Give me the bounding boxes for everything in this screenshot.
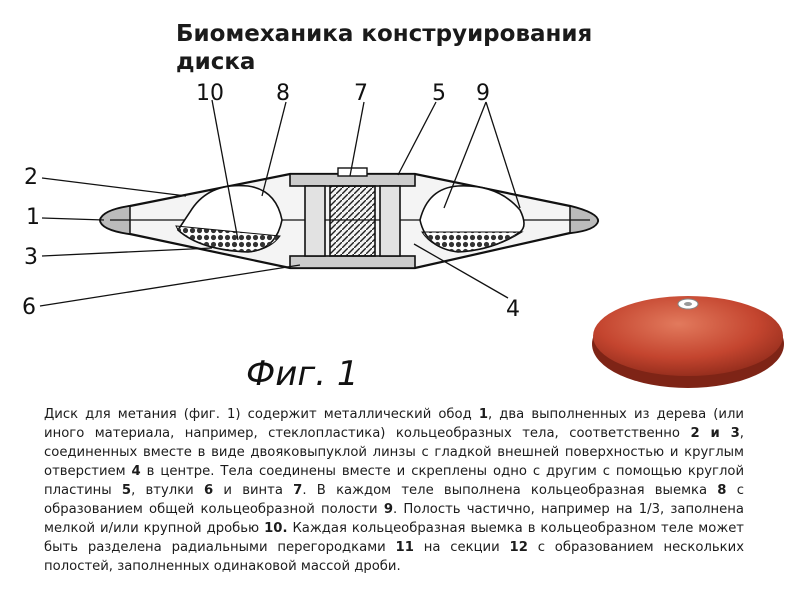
screw-head [337,167,368,177]
label-3: 3 [24,245,38,270]
bushing-right [379,185,401,257]
desc-text: Диск для метания (фиг. 1) содержит метал… [44,407,479,422]
desc-number: 2 и 3 [690,426,740,441]
description-paragraph: Диск для метания (фиг. 1) содержит метал… [44,405,744,576]
desc-text: с образованием общей кольцеобразной поло… [44,483,744,517]
desc-text: , соединенных вместе в виде двояковыпукл… [44,426,744,479]
disc-cross-section-diagram: 10 8 7 5 9 2 1 3 6 4 Фиг. 1 [22,81,600,394]
bushing-left [304,185,326,257]
desc-text: и винта [213,483,294,498]
desc-text: , втулки [131,483,204,498]
desc-text: , два выполненных из дерева (или иного м… [44,407,744,441]
desc-number: 7 [293,483,303,498]
hub-plate-bottom [289,255,416,269]
desc-text: на секции [413,540,510,555]
desc-text: . Полость частично, например на 1/3, зап… [44,502,745,536]
shot-right [421,231,524,253]
label-1: 1 [26,205,40,230]
desc-number: 9 [383,502,394,517]
desc-number: 11 [395,540,414,555]
screw [329,185,376,257]
slide-title: Биомеханика конструирования диска [176,21,593,75]
desc-number: 10. [264,521,288,536]
label-7: 7 [354,81,368,106]
leader-lines [39,99,521,307]
shot-left [175,225,281,253]
desc-number: 6 [203,483,214,498]
desc-number: 12 [509,540,528,555]
label-9: 9 [476,81,490,106]
label-8: 8 [276,81,290,106]
desc-number: 1 [478,407,489,422]
label-5: 5 [432,81,446,106]
desc-number: 5 [121,483,132,498]
label-4: 4 [506,297,520,322]
desc-text: Каждая кольцеобразная выемка в кольцеобр… [44,521,744,555]
desc-text: с образованием нескольких полостей, запо… [44,540,745,574]
label-10: 10 [196,81,224,106]
desc-number: 4 [131,464,141,479]
discus-photo [592,296,784,388]
desc-text: в центре. Тела соединены вместе и скрепл… [44,464,745,498]
desc-text: . В каждом теле выполнена кольцеобразная… [302,483,718,498]
figure-caption: Фиг. 1 [246,354,358,394]
label-2: 2 [24,165,38,190]
desc-number: 8 [717,483,727,498]
label-6: 6 [22,295,36,320]
